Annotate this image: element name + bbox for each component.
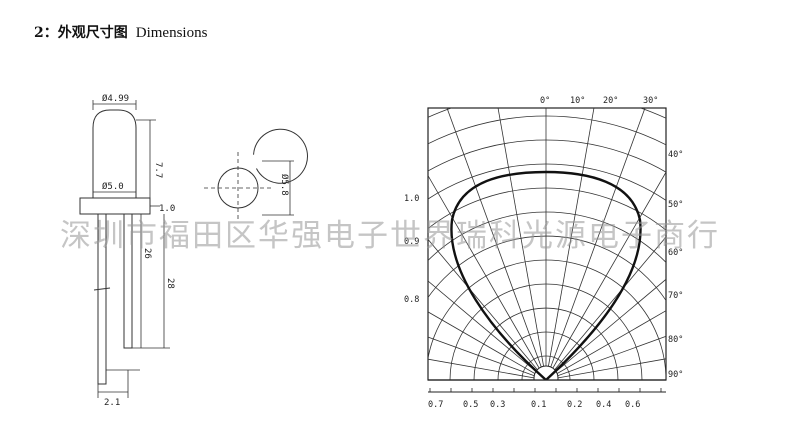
lead-long (97, 213, 107, 385)
angle-label-70: 70° (668, 291, 683, 301)
label-lead-long: 28 (165, 278, 175, 289)
section-number: 2： (34, 25, 58, 41)
angle-label-30: 30° (643, 96, 658, 106)
scale-label-0-9: 0.9 (404, 237, 419, 247)
led-flange (79, 197, 151, 215)
angle-label-80: 80° (668, 335, 683, 345)
label-lead-short: 26 (142, 248, 152, 259)
bottom-label-0-5: 0.5 (463, 400, 478, 410)
bottom-label-0-4: 0.4 (596, 400, 611, 410)
top-outer-ring (253, 128, 308, 184)
grid-radial (428, 280, 547, 380)
angle-label-0: 0° (540, 96, 550, 106)
center-circle (533, 365, 559, 380)
angle-label-40: 40° (668, 150, 683, 160)
grid-radial (497, 108, 547, 380)
lead-bend-mark (93, 287, 111, 291)
label-top-dia: Ø5.8 (279, 174, 290, 196)
label-height: 7.7 (153, 162, 163, 178)
lead-short (123, 213, 133, 349)
polar-diagram (427, 107, 667, 393)
angle-label-90: 90° (668, 370, 683, 380)
grid-radial (428, 311, 547, 380)
grid-radial (428, 336, 547, 380)
bottom-label-0-7: 0.7 (428, 400, 443, 410)
grid-radial (446, 108, 547, 380)
label-flange: 1.0 (159, 204, 175, 214)
angle-label-50: 50° (668, 200, 683, 210)
angle-label-60: 60° (668, 248, 683, 258)
grid-radial (545, 236, 666, 380)
radiation-curve (450, 170, 642, 380)
grid-radial (428, 174, 547, 380)
bottom-label-0-2: 0.2 (567, 400, 582, 410)
polar-labels: 0° 10° 20° 30° 40° 50° 60° 70° 80° 90° 1… (404, 96, 683, 410)
section-title-cn: 外观尺寸图 (57, 25, 128, 41)
label-dia-inner: Ø5.0 (102, 181, 124, 192)
grid-radial (545, 108, 646, 380)
bottom-label-0-1: 0.1 (531, 400, 546, 410)
bottom-label-0-3: 0.3 (490, 400, 505, 410)
grid-radial (428, 358, 547, 380)
scale-label-1-0: 1.0 (404, 194, 419, 204)
section-title-en: Dimensions (135, 25, 208, 41)
polar-grid (428, 108, 666, 380)
led-side-labels: Ø4.99 Ø5.0 1.0 7.7 26 28 2.1 (102, 93, 175, 408)
section-heading: 2：外观尺寸图 Dimensions (34, 22, 207, 42)
polar-scale-ticks (429, 388, 662, 392)
led-side-view (79, 100, 170, 398)
led-top-view (204, 128, 308, 222)
grid-arc (428, 115, 666, 146)
radiation-pattern (450, 170, 642, 380)
grid-radial (545, 171, 666, 380)
bottom-label-0-6: 0.6 (625, 400, 640, 410)
grid-radial (545, 358, 666, 380)
label-pitch: 2.1 (104, 398, 120, 408)
grid-radial (545, 310, 666, 380)
led-body-outline (92, 109, 137, 198)
grid-arc (428, 108, 666, 119)
scale-label-0-8: 0.8 (404, 295, 419, 305)
grid-radial (545, 108, 595, 380)
grid-radial (545, 335, 666, 380)
angle-label-10: 10° (570, 96, 585, 106)
grid-radial (428, 238, 547, 380)
grid-radial (545, 278, 666, 380)
label-dia-outer: Ø4.99 (102, 93, 129, 104)
angle-label-20: 20° (603, 96, 618, 106)
